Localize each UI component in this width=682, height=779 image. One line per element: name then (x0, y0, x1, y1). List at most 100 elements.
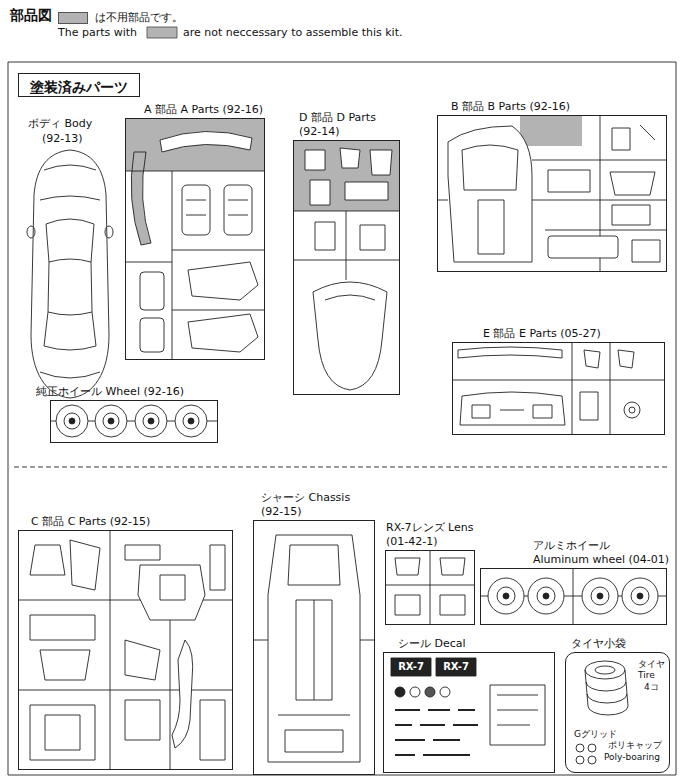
sprue-title: A 部品 A Parts (92-16) (144, 103, 263, 117)
lens-sprue (395, 558, 465, 615)
wheel-sprue (108, 418, 114, 424)
sprue-title: Aluminum wheel (04-01) (533, 553, 669, 567)
e-parts-sprue (629, 407, 635, 413)
c-parts-sprue (30, 705, 95, 760)
parts-sprue-frame: シャーシ Chassis(92-15) (253, 520, 375, 775)
aluminum-wheel-sprue (597, 593, 603, 599)
tire-bag (595, 666, 615, 674)
part-note: ポリキャップ (608, 740, 662, 751)
e-parts-sprue (472, 405, 552, 418)
b-parts-sprue (437, 115, 667, 272)
c-parts-sprue (160, 575, 185, 600)
chassis-sprue (253, 535, 375, 762)
sprue-heading: 純正ホイール Wheel (92-16) (36, 385, 184, 399)
sprue-heading: シール Decal (398, 637, 466, 651)
e-parts-sprue (624, 402, 640, 418)
sprue-title: シャーシ Chassis (261, 491, 350, 505)
decal-sheet (436, 658, 476, 676)
body-illustration (31, 150, 109, 398)
section-header-box: 塗装済みパーツ (18, 73, 140, 97)
sprue-heading: E 部品 E Parts (05-27) (483, 327, 601, 341)
parts-sprue-frame: B 部品 B Parts (92-16) (437, 115, 667, 272)
aluminum-wheel-sprue (497, 587, 515, 605)
c-parts-sprue (30, 615, 95, 680)
e-parts-sprue (458, 347, 562, 358)
sprue-title: タイヤ小袋 (571, 637, 626, 651)
c-parts-sprue (45, 715, 80, 750)
parts-sprue-frame: 純正ホイール Wheel (92-16) (50, 400, 218, 443)
part-note: タイヤ (638, 659, 665, 670)
wheel-sprue (50, 405, 218, 437)
wheel-sprue (148, 418, 154, 424)
decal-sheet (497, 695, 538, 725)
a-parts-sprue (126, 119, 264, 171)
c-parts-sprue (18, 530, 233, 770)
wheel-sprue (188, 418, 194, 424)
e-parts-sprue (452, 342, 665, 435)
diagram-title: 部品図 (10, 7, 52, 24)
a-parts-sprue (224, 185, 252, 235)
tire-bag (585, 670, 628, 715)
decal-sheet (391, 658, 431, 676)
aluminum-wheel-sprue (573, 568, 574, 625)
parts-sprue-frame: シール DecalRX-7RX-7 (383, 652, 555, 773)
d-parts-sprue (293, 141, 400, 390)
e-parts-sprue (584, 350, 634, 368)
sprue-heading: アルミホイールAluminum wheel (04-01) (533, 539, 669, 567)
part-note: 4コ (644, 682, 659, 693)
sprue-heading: A 部品 A Parts (92-16) (144, 103, 263, 117)
aluminum-wheel-sprue (631, 587, 649, 605)
page-frame (8, 62, 676, 775)
decal-sheet (425, 687, 435, 697)
chassis-sprue (268, 535, 360, 762)
body-illustration (105, 226, 113, 238)
wheel-sprue (69, 418, 75, 424)
d-parts-sprue (315, 222, 385, 250)
lens-sprue (385, 550, 475, 625)
legend-swatch (58, 12, 88, 24)
sprue-title: (92-15) (261, 505, 350, 519)
aluminum-wheel-sprue (528, 578, 564, 614)
d-parts-sprue (325, 295, 375, 300)
sprue-heading: RX-7レンズ Lens(01-42-1) (386, 521, 474, 549)
wheel-sprue (103, 413, 119, 429)
aluminum-wheel-sprue (488, 578, 524, 614)
c-parts-sprue (18, 530, 233, 770)
part-label: ボディ Body (28, 117, 92, 130)
c-parts-sprue (125, 700, 225, 760)
chassis-sprue (278, 545, 350, 752)
sprue-title: 純正ホイール Wheel (92-16) (36, 385, 184, 399)
a-parts-sprue (140, 318, 164, 352)
b-parts-sprue (548, 125, 660, 262)
wheel-sprue (95, 405, 127, 437)
decal-sheet (440, 687, 450, 697)
sprue-title: (01-42-1) (386, 535, 474, 549)
legend-text: は不用部品です。 (95, 11, 183, 24)
e-parts-sprue (460, 392, 565, 425)
parts-sprue-frame: D 部品 D Parts(92-14) (293, 140, 400, 395)
a-parts-sprue (228, 200, 248, 215)
part-note: Tire (638, 670, 655, 681)
page-frame (8, 62, 676, 775)
sprue-title: E 部品 E Parts (05-27) (483, 327, 601, 341)
parts-sprue-frame: RX-7レンズ Lens(01-42-1) (385, 550, 475, 625)
decal-sheet (410, 687, 420, 697)
parts-sprue-frame: A 部品 A Parts (92-16) (125, 118, 265, 360)
body-illustration (40, 165, 100, 200)
sprue-heading: タイヤ小袋 (571, 637, 626, 651)
e-parts-sprue (452, 342, 665, 435)
aluminum-wheel-sprue (591, 587, 609, 605)
sprue-title: シール Decal (398, 637, 466, 651)
b-parts-sprue (520, 116, 582, 146)
a-parts-sprue (186, 200, 206, 215)
parts-sprue-frame: アルミホイールAluminum wheel (04-01) (480, 568, 667, 625)
body-illustration (44, 312, 96, 350)
aluminum-wheel-sprue (503, 593, 509, 599)
tire-bag (586, 682, 627, 703)
sprue-title: (92-14) (299, 125, 376, 139)
aluminum-wheel-sprue (537, 587, 555, 605)
aluminum-wheel-sprue (637, 593, 643, 599)
wheel-sprue (143, 413, 159, 429)
legend-swatch-inline (147, 27, 177, 38)
